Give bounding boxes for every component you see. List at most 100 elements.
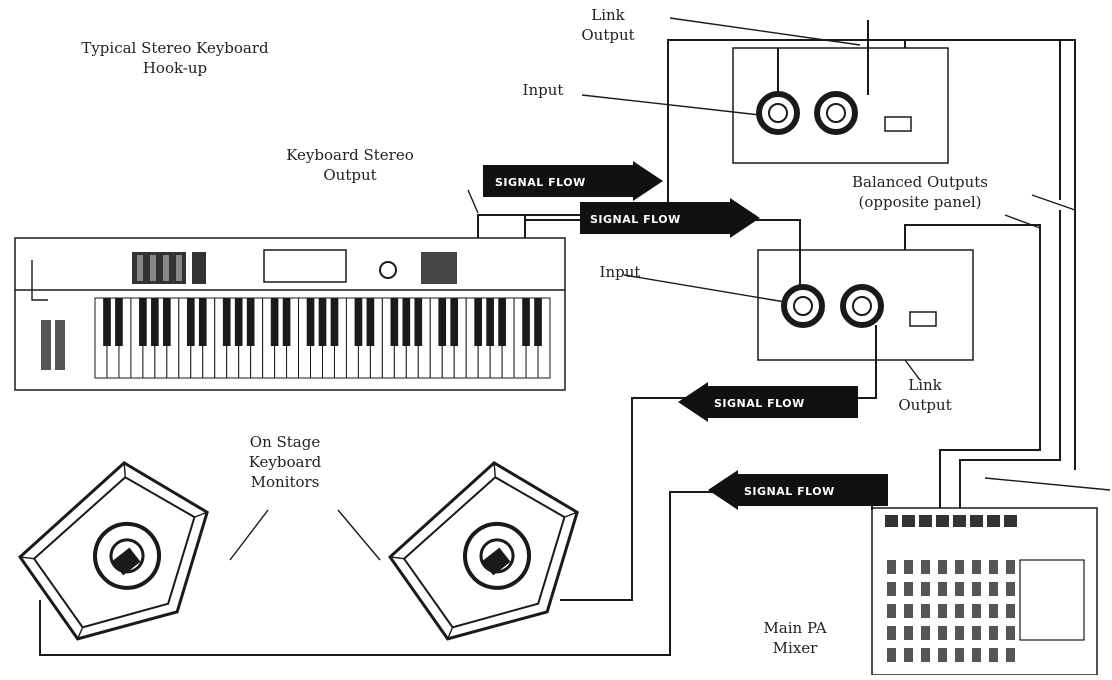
black-key: [318, 298, 327, 346]
mixer-knob: [953, 515, 966, 527]
mixer-fader: [972, 648, 981, 662]
label-keyboard-stereo-output: Keyboard Stereo Output: [286, 146, 414, 184]
black-key: [438, 298, 447, 346]
signal-flow-arrow-3: SIGNAL FLOW: [678, 382, 858, 422]
black-key: [330, 298, 339, 346]
black-key: [354, 298, 363, 346]
mixer-fader: [921, 626, 930, 640]
mixer-knob: [987, 515, 1000, 527]
black-key: [234, 298, 243, 346]
label-input-mid: Input: [599, 263, 641, 281]
mixer-fader: [972, 582, 981, 596]
mixer-fader: [1006, 604, 1015, 618]
black-key: [402, 298, 411, 346]
cable-top-balanced-out: [959, 210, 1061, 508]
mixer-fader: [955, 560, 964, 574]
black-key: [522, 298, 530, 346]
mixer-fader: [955, 648, 964, 662]
signal-flow-arrow-4: SIGNAL FLOW: [708, 470, 888, 510]
mixer-fader: [938, 648, 947, 662]
black-key: [486, 298, 494, 346]
black-key: [186, 298, 195, 346]
black-key: [222, 298, 231, 346]
mixer-fader: [989, 604, 998, 618]
mixer-fader: [904, 648, 913, 662]
mixer-fader: [887, 560, 896, 574]
signal-flow-arrow-1-label: SIGNAL FLOW: [495, 176, 586, 189]
label-on-stage-monitors: On Stage Keyboard Monitors: [248, 433, 322, 491]
mixer-fader: [904, 582, 913, 596]
keyboard-pad-grid: [421, 252, 457, 284]
amplifier-top: [732, 47, 949, 164]
black-key: [115, 298, 123, 346]
mixer-knob: [902, 515, 915, 527]
black-key: [151, 298, 159, 346]
mixer-knob: [919, 515, 932, 527]
pitch-wheel: [41, 320, 51, 370]
black-key: [246, 298, 255, 346]
mixer-fader: [972, 560, 981, 574]
mixer-fader: [989, 560, 998, 574]
mixer-fader: [887, 648, 896, 662]
black-key: [498, 298, 506, 346]
signal-flow-arrow-2: SIGNAL FLOW: [580, 198, 760, 238]
mixer-fader: [938, 604, 947, 618]
black-key: [390, 298, 399, 346]
pa-mixer-channel-strips: [885, 515, 1017, 662]
signal-flow-arrow-2-label: SIGNAL FLOW: [590, 213, 681, 226]
diagram-title: Typical Stereo Keyboard Hook-up: [81, 39, 269, 77]
mixer-fader: [887, 626, 896, 640]
mixer-fader: [1006, 648, 1015, 662]
mixer-fader: [955, 626, 964, 640]
cable-mid-balanced-out: [904, 224, 1041, 508]
mixer-fader: [921, 604, 930, 618]
mixer-fader: [955, 604, 964, 618]
mixer-fader: [904, 626, 913, 640]
mixer-fader: [989, 648, 998, 662]
label-input-top: Input: [522, 81, 564, 99]
mixer-fader: [921, 560, 930, 574]
amplifier-mid: [757, 249, 974, 361]
keyboard-display: [263, 249, 347, 283]
mixer-knob: [1004, 515, 1017, 527]
signal-flow-arrow-3-label: SIGNAL FLOW: [714, 397, 805, 410]
label-link-output-mid: Link Output: [898, 376, 952, 414]
cable-monitor-right: [560, 325, 877, 601]
black-key: [534, 298, 542, 346]
keyboard-knob: [379, 261, 397, 279]
signal-flow-arrow-1: SIGNAL FLOW: [483, 161, 663, 201]
mod-wheel: [55, 320, 65, 370]
black-key: [163, 298, 171, 346]
stage-monitor-left: [18, 461, 209, 641]
mixer-fader: [904, 560, 913, 574]
label-main-pa-mixer: Main PA Mixer: [763, 619, 827, 657]
mixer-fader: [938, 626, 947, 640]
black-key: [414, 298, 423, 346]
keyboard-keys: [94, 297, 551, 379]
mixer-fader: [938, 560, 947, 574]
mixer-knob: [970, 515, 983, 527]
keyboard: [14, 237, 566, 391]
mixer-fader: [989, 582, 998, 596]
black-key: [198, 298, 207, 346]
black-key: [270, 298, 279, 346]
mixer-knob: [885, 515, 898, 527]
black-key: [450, 298, 459, 346]
mixer-fader: [1006, 560, 1015, 574]
mixer-fader: [972, 604, 981, 618]
mixer-fader: [938, 582, 947, 596]
mixer-fader: [921, 648, 930, 662]
mixer-fader: [972, 626, 981, 640]
stage-monitor-right: [388, 461, 579, 641]
mixer-fader: [1006, 582, 1015, 596]
amplifier-top-led: [884, 116, 912, 132]
amplifier-mid-led: [909, 311, 937, 327]
mixer-fader: [1006, 626, 1015, 640]
pa-mixer: [871, 507, 1098, 676]
label-balanced-outputs: Balanced Outputs (opposite panel): [852, 173, 988, 211]
mixer-fader: [989, 626, 998, 640]
black-key: [366, 298, 375, 346]
label-link-output-top: Link Output: [581, 6, 635, 44]
